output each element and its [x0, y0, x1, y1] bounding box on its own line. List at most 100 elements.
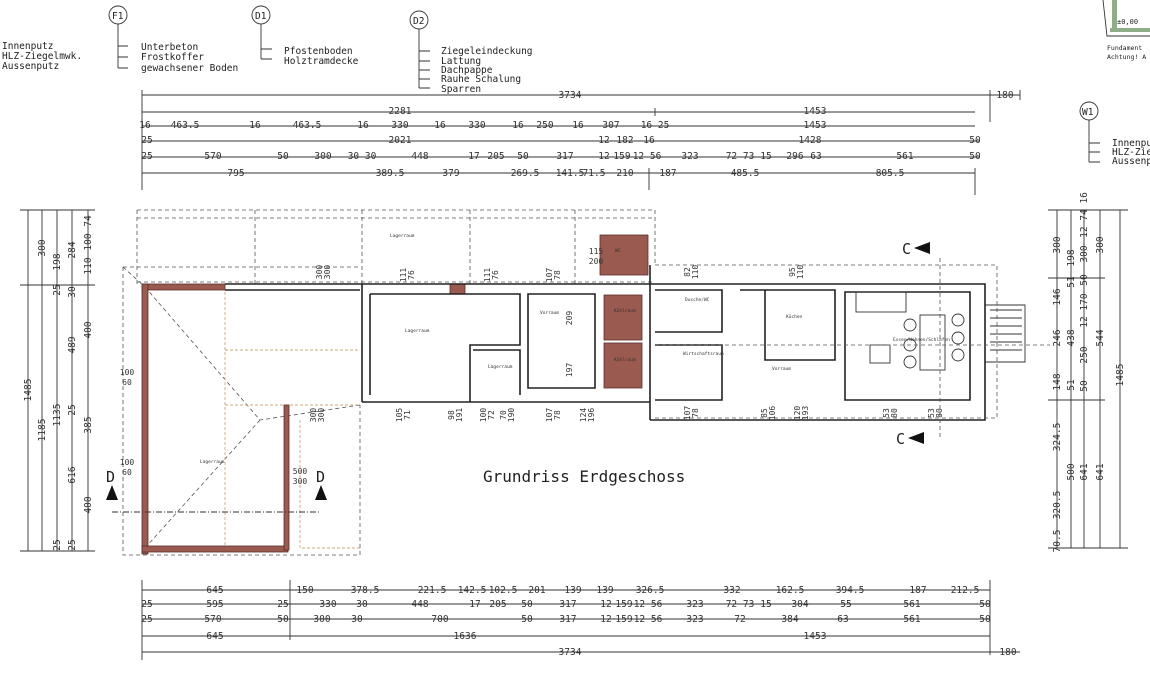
dimension-label: 63: [837, 614, 848, 625]
dimension-label: 1185: [37, 419, 48, 442]
dimension-label: 17: [469, 599, 480, 610]
dimension-label: 300: [317, 408, 326, 423]
legend-text: Frostkoffer: [141, 52, 204, 63]
legend-d2: D2 Ziegeleindeckung Lattung Dachpappe Ra…: [409, 10, 533, 95]
dining-table: [919, 314, 946, 371]
legend-text: Innenputz: [2, 41, 53, 52]
dimension-label: 100: [83, 233, 94, 250]
dimension-label: 641: [1095, 463, 1106, 480]
legend-text: Rauhe Schalung: [441, 74, 521, 85]
dimension-label: 115: [589, 247, 604, 256]
dimension-label: 12 56: [633, 151, 662, 162]
dimension-label: 50: [1079, 380, 1090, 392]
dimension-label: 324.5: [1052, 423, 1063, 452]
dimension-label: 210: [616, 168, 633, 179]
dimension-label: 72 73: [726, 599, 755, 610]
dimension-label: 448: [411, 599, 428, 610]
dimension-label: 85: [760, 408, 769, 418]
legend-text: Unterbeton: [141, 42, 198, 53]
dimension-label: 159: [615, 614, 632, 625]
dimension-label: 180: [996, 90, 1013, 101]
dimension-label: 170: [1079, 293, 1090, 310]
dimension-label: 12: [1079, 316, 1090, 327]
dimension-label: 30: [356, 599, 368, 610]
wall-segment: [449, 283, 466, 295]
dimension-label: 159: [615, 599, 632, 610]
dimension-label: 317: [559, 599, 576, 610]
dimension-label: 182: [616, 135, 633, 146]
section-marker: C: [902, 240, 911, 258]
room-label: Vorraum: [772, 366, 791, 372]
dimension-label: 105: [395, 408, 404, 423]
dimension-label: 595: [206, 599, 223, 610]
dimension-label: 389.5: [376, 168, 405, 179]
building-walls: [225, 258, 1050, 440]
dimension-label: 102.5: [489, 585, 518, 596]
dimension-label: 221.5: [418, 585, 447, 596]
room-labels: Lagerraum Lagerraum Lagerraum Lagerraum …: [200, 233, 950, 465]
dimension-label: 100: [120, 368, 135, 377]
dimension-label: 561: [896, 151, 913, 162]
dimension-label: 12: [598, 135, 609, 146]
dimension-label: 196: [587, 408, 596, 423]
dimension-label: 124: [579, 408, 588, 423]
dimension-label: 162.5: [776, 585, 805, 596]
dimension-label: 200: [589, 257, 604, 266]
legend-f1: F1 Unterbeton Frostkoffer gewachsener Bo…: [108, 5, 238, 74]
sofa: [855, 291, 907, 313]
dimension-label: 139: [596, 585, 613, 596]
dimension-label: 330: [468, 120, 485, 131]
room-label: Küchen: [786, 314, 803, 320]
dimension-label: 98: [447, 410, 456, 420]
dimension-label: 16: [139, 120, 151, 131]
dimension-label: 50: [277, 151, 289, 162]
dimension-label: 2281: [389, 106, 412, 117]
dimension-label: 1636: [454, 631, 477, 642]
dimension-label: 111: [399, 268, 408, 283]
dimension-label: 50: [1079, 274, 1090, 286]
dimension-label: 53: [882, 408, 891, 418]
dimension-label: 1453: [804, 631, 827, 642]
dimension-label: 616: [67, 466, 78, 483]
detail-note: Achtung! A: [1107, 53, 1146, 61]
dimension-label: 78: [553, 270, 562, 280]
dimension-label: 250: [1079, 346, 1090, 363]
dimension-label: 300: [1079, 245, 1090, 262]
dimension-label: 209: [565, 311, 574, 326]
dimension-label: 641: [1079, 463, 1090, 480]
dimension-label: 400: [83, 496, 94, 513]
wc-wall: [599, 234, 649, 276]
dimension-label: 107: [683, 406, 692, 421]
dimension-label: 111: [483, 268, 492, 283]
dimension-label: 120: [793, 406, 802, 421]
dimension-label: 110: [796, 265, 805, 280]
dimension-label: 205: [489, 599, 506, 610]
dimension-label: 1485: [23, 379, 34, 402]
dimension-label: 561: [903, 599, 920, 610]
dimension-label: 53: [927, 408, 936, 418]
dimension-lines: [20, 90, 1128, 660]
dimension-label: 3734: [559, 90, 582, 101]
wall-segment: [283, 404, 290, 551]
dimension-label: 544: [1095, 329, 1106, 346]
dimension-label: 1453: [804, 106, 827, 117]
dimension-label: 304: [791, 599, 808, 610]
dimension-label: 50: [277, 614, 289, 625]
section-marker: C: [896, 430, 905, 448]
legend-text: Holztramdecke: [284, 56, 359, 67]
dimension-label: 72: [487, 410, 496, 420]
legend-tag: W1: [1082, 107, 1094, 118]
dimension-label: 330: [319, 599, 336, 610]
legend-d1: D1 Pfostenboden Holztramdecke: [251, 5, 359, 67]
room-label: Lagerraum: [390, 233, 415, 239]
stove: [869, 344, 891, 364]
dimension-label: 378.5: [351, 585, 380, 596]
wall-segment: [141, 283, 149, 555]
dimension-label: 80: [890, 408, 899, 418]
dimension-label: 60: [122, 378, 132, 387]
dimension-label: 190: [507, 408, 516, 423]
legend-tag: D2: [413, 16, 424, 27]
dimension-label: 50: [969, 151, 981, 162]
room-label: WC: [615, 248, 621, 254]
room-label: Vorraum: [540, 310, 559, 316]
